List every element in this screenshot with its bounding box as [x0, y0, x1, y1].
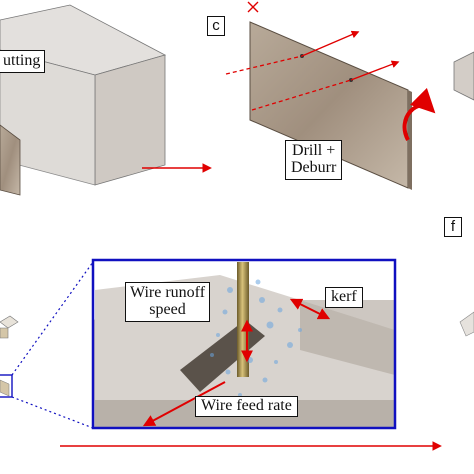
drill-deburr-label: Drill + Deburr — [285, 140, 343, 180]
drill-lines — [225, 1, 400, 111]
wire-feed-rate-label: Wire feed rate — [195, 396, 298, 417]
wire-runoff-line2: speed — [149, 300, 186, 318]
final-part — [459, 311, 474, 337]
panel-label-c: c — [207, 16, 225, 36]
drill-label-line2: Deburr — [291, 158, 337, 176]
wire-runoff-label: Wire runoff speed — [125, 282, 211, 322]
panel-label-f: f — [444, 217, 462, 237]
deburr-rotation-arrow — [402, 87, 436, 141]
small-parts — [0, 315, 19, 398]
stock-block — [0, 4, 167, 186]
wire-runoff-line1: Wire runoff — [130, 284, 206, 301]
next-part — [453, 51, 474, 101]
cutting-label: utting — [0, 50, 46, 73]
drill-label-line1: Drill + — [292, 142, 336, 159]
zoom-lines — [11, 261, 94, 429]
inset-arrows — [142, 298, 331, 427]
kerf-label: kerf — [325, 287, 363, 308]
cut-plate — [0, 124, 21, 196]
